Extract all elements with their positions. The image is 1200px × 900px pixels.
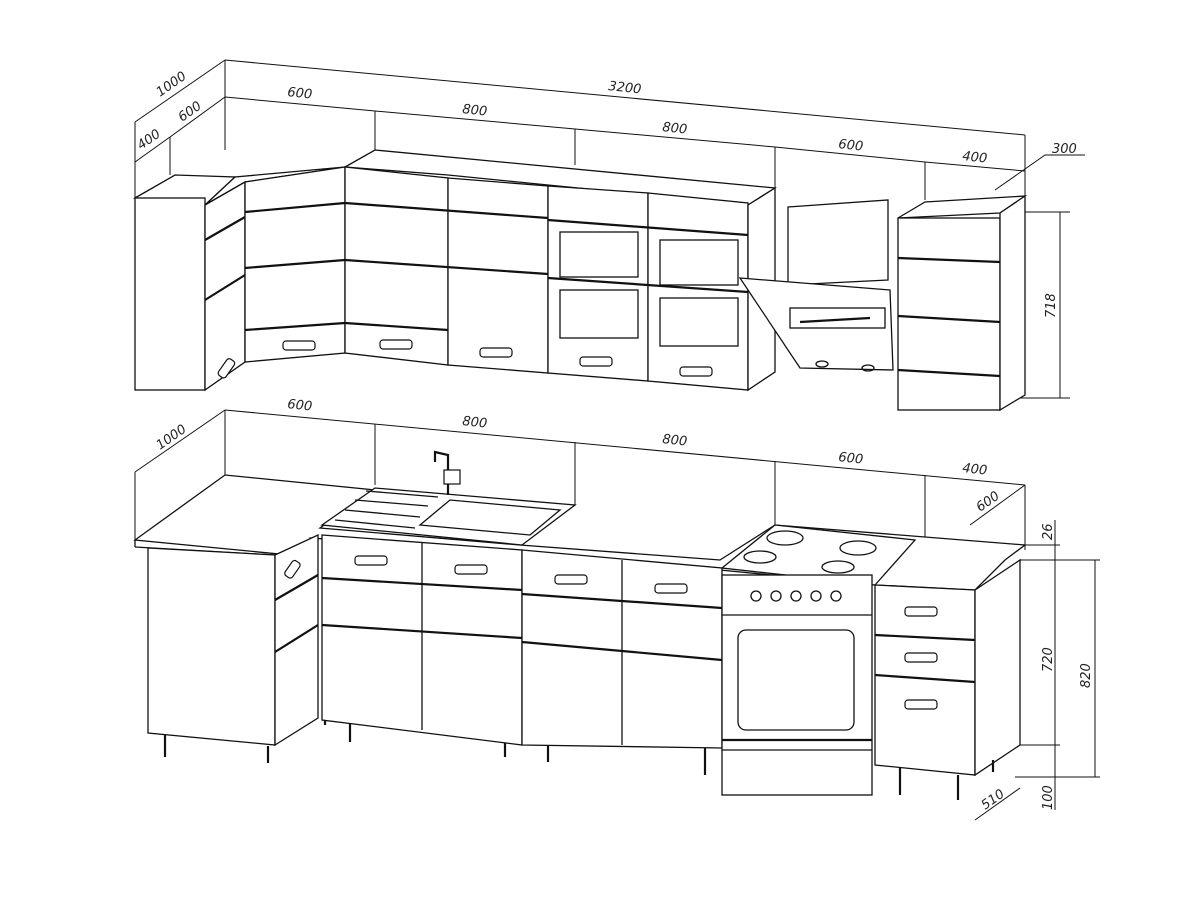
dim-lower-width-1: 600 bbox=[287, 397, 313, 415]
dim-upper-depth-side: 400 bbox=[135, 127, 164, 154]
dim-base-depth: 510 bbox=[979, 787, 1008, 814]
legs bbox=[163, 720, 995, 800]
dim-countertop: 26 bbox=[1041, 523, 1056, 540]
dim-upper-depth-total: 1000 bbox=[154, 69, 190, 100]
dim-upper-width-1: 600 bbox=[287, 85, 313, 103]
stove bbox=[720, 524, 917, 796]
dim-lower-width-2: 800 bbox=[462, 414, 488, 432]
upper-dimensions bbox=[134, 59, 1085, 399]
dim-lower-width-3: 800 bbox=[662, 432, 688, 450]
dim-upper-width-5: 400 bbox=[962, 149, 988, 167]
upper-cabinets bbox=[132, 149, 1028, 412]
range-hood bbox=[738, 199, 894, 372]
lower-cabinets bbox=[133, 450, 1027, 800]
dim-upper-height: 718 bbox=[1044, 293, 1059, 318]
dim-upper-width-3: 800 bbox=[662, 120, 688, 138]
dim-lower-depth-total: 1000 bbox=[154, 422, 190, 453]
dim-upper-depth-corner: 600 bbox=[176, 99, 205, 126]
dim-total-height: 820 bbox=[1079, 663, 1094, 688]
dim-upper-width-2: 800 bbox=[462, 102, 488, 120]
dim-legs-height: 100 bbox=[1041, 785, 1056, 810]
dim-lower-width-5: 400 bbox=[962, 461, 988, 479]
dim-upper-width-4: 600 bbox=[838, 137, 864, 155]
dim-upper-overall-width: 3200 bbox=[608, 79, 642, 97]
dim-upper-offset: 300 bbox=[1052, 142, 1077, 157]
dim-body-height: 720 bbox=[1041, 647, 1056, 672]
sink bbox=[320, 450, 577, 546]
lower-dimensions bbox=[134, 409, 1100, 821]
dim-lower-width-4: 600 bbox=[838, 450, 864, 468]
lower-handles bbox=[284, 555, 938, 710]
